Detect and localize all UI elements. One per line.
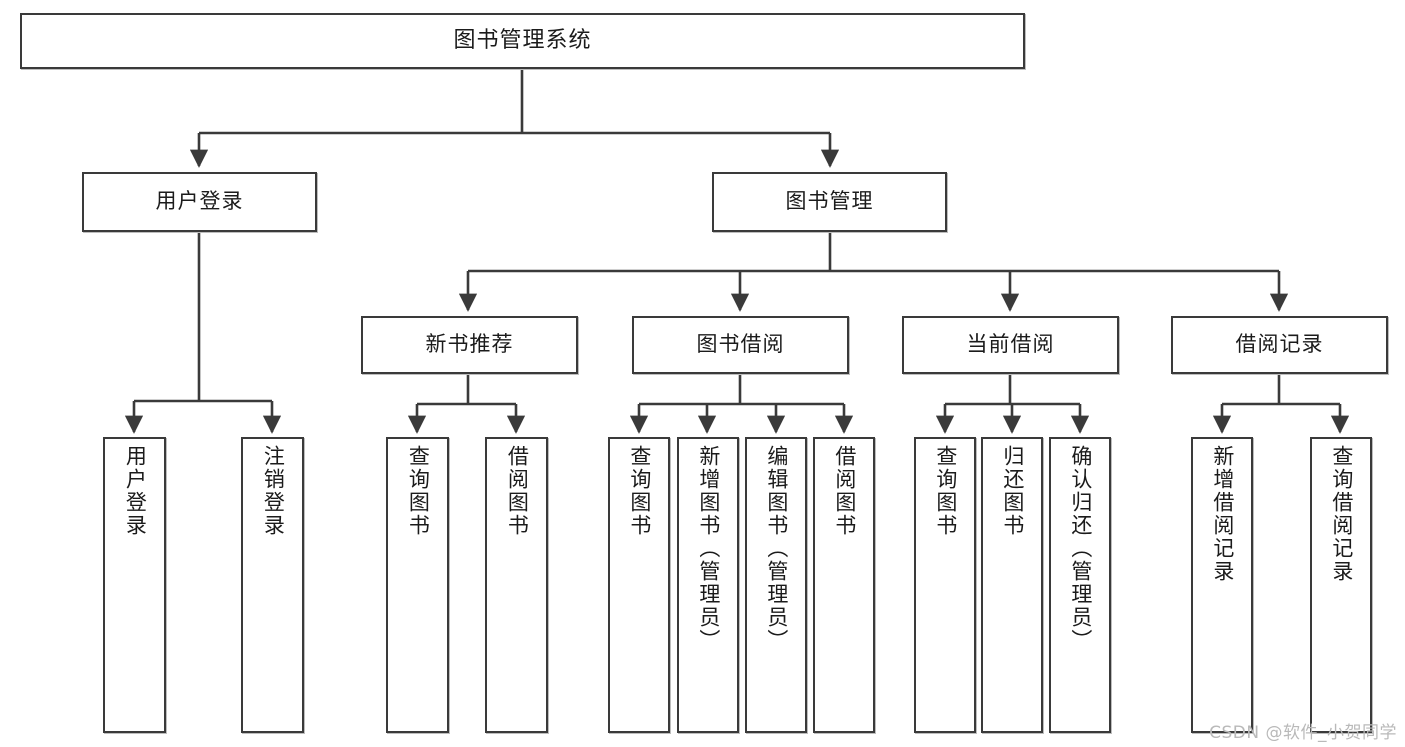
node-leaf-query-record[interactable]: 查询借阅记录 bbox=[1310, 437, 1372, 733]
node-label: 借阅记录 bbox=[1235, 332, 1324, 357]
node-label: 图书借阅 bbox=[696, 332, 785, 357]
node-leaf-logout-login[interactable]: 注销登录 bbox=[241, 437, 304, 733]
node-label: 注销登录 bbox=[261, 445, 286, 537]
node-label: 当前借阅 bbox=[966, 332, 1055, 357]
node-label: 查询图书 bbox=[627, 445, 652, 537]
node-label: 新增图书（管理员） bbox=[696, 445, 721, 652]
node-label: 借阅图书 bbox=[505, 445, 530, 537]
node-label: 图书管理 bbox=[785, 189, 874, 214]
node-book-borrow[interactable]: 图书借阅 bbox=[632, 316, 849, 374]
node-borrow-record[interactable]: 借阅记录 bbox=[1171, 316, 1388, 374]
node-label: 归还图书 bbox=[1000, 445, 1025, 537]
node-user-login[interactable]: 用户登录 bbox=[82, 172, 317, 232]
node-book-manage[interactable]: 图书管理 bbox=[712, 172, 947, 232]
node-label: 查询图书 bbox=[933, 445, 958, 537]
node-label: 用户登录 bbox=[123, 445, 148, 537]
node-leaf-edit-book[interactable]: 编辑图书（管理员） bbox=[745, 437, 807, 733]
node-label: 查询图书 bbox=[406, 445, 431, 537]
node-label: 借阅图书 bbox=[832, 445, 857, 537]
node-label: 用户登录 bbox=[155, 189, 244, 214]
node-label: 查询借阅记录 bbox=[1329, 445, 1354, 583]
node-root-system[interactable]: 图书管理系统 bbox=[20, 13, 1025, 69]
node-leaf-add-record[interactable]: 新增借阅记录 bbox=[1191, 437, 1253, 733]
node-label: 确认归还（管理员） bbox=[1068, 445, 1093, 652]
node-label: 新书推荐 bbox=[425, 332, 514, 357]
node-current-borrow[interactable]: 当前借阅 bbox=[902, 316, 1119, 374]
node-leaf-return-book[interactable]: 归还图书 bbox=[981, 437, 1043, 733]
node-leaf-query-book-3[interactable]: 查询图书 bbox=[914, 437, 976, 733]
node-leaf-borrow-book-2[interactable]: 借阅图书 bbox=[813, 437, 875, 733]
node-leaf-borrow-book-1[interactable]: 借阅图书 bbox=[485, 437, 548, 733]
node-leaf-confirm-return[interactable]: 确认归还（管理员） bbox=[1049, 437, 1111, 733]
node-leaf-query-book-1[interactable]: 查询图书 bbox=[386, 437, 449, 733]
csdn-watermark: CSDN @软件_小贺同学 bbox=[1209, 723, 1397, 743]
node-label: 图书管理系统 bbox=[453, 27, 592, 53]
node-leaf-query-book-2[interactable]: 查询图书 bbox=[608, 437, 670, 733]
node-leaf-add-book[interactable]: 新增图书（管理员） bbox=[677, 437, 739, 733]
node-leaf-user-login[interactable]: 用户登录 bbox=[103, 437, 166, 733]
node-label: 编辑图书（管理员） bbox=[764, 445, 789, 652]
node-new-book-recommend[interactable]: 新书推荐 bbox=[361, 316, 578, 374]
node-label: 新增借阅记录 bbox=[1210, 445, 1235, 583]
